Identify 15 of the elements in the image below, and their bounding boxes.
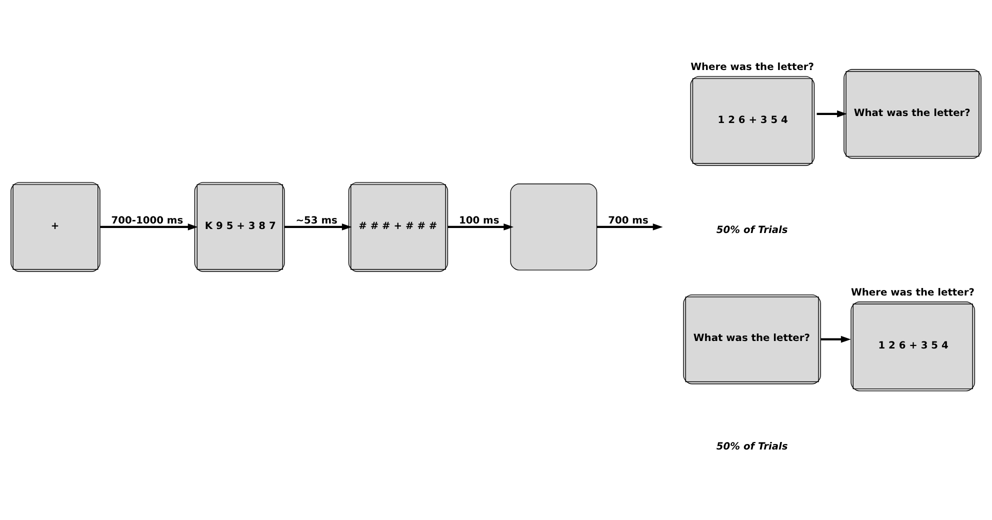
edge-label: 100 ms [458, 216, 500, 227]
arrow [816, 110, 847, 118]
node-label: Where was the letter? [690, 62, 814, 74]
node-label: Where was the letter? [851, 288, 974, 299]
arrow [100, 224, 198, 230]
node-box [510, 184, 598, 270]
arrow [820, 336, 851, 343]
arrow [596, 224, 663, 230]
label: 50% of Trials [716, 441, 788, 452]
edge-label: ~53 ms [296, 216, 338, 227]
arrow [284, 224, 352, 230]
arrow [448, 224, 514, 230]
edge-label: 700 ms [608, 216, 648, 227]
label: 50% of Trials [716, 225, 788, 236]
edge-label: 700-1000 ms [111, 216, 184, 227]
